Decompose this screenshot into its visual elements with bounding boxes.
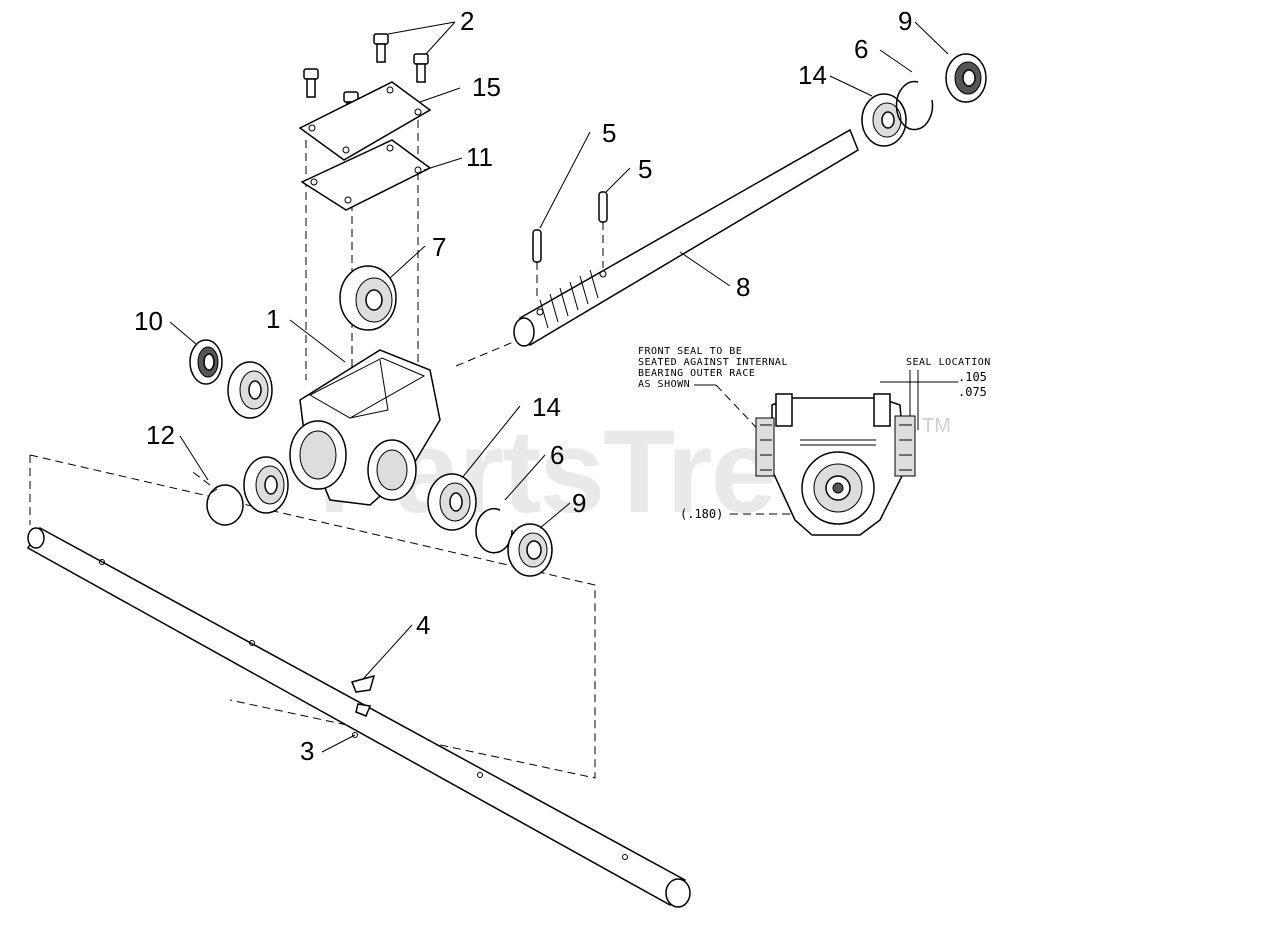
- callout-3: 3: [300, 736, 314, 766]
- callout-numbers: 2 15 11 7 1 10 12 14 6 9 4 3 5 5 8 14 6 …: [134, 6, 912, 766]
- callout-6-front: 6: [550, 440, 564, 470]
- plug-cap: [206, 484, 244, 526]
- dim-left: (.180): [680, 507, 723, 521]
- callout-15: 15: [472, 72, 501, 102]
- detail-view: FRONT SEAL TO BE SEATED AGAINST INTERNAL…: [638, 346, 991, 536]
- callout-5-right: 5: [638, 154, 652, 184]
- seal-right: [945, 53, 987, 103]
- pins: [532, 191, 608, 300]
- detail-note-line-3: BEARING OUTER RACE: [638, 368, 755, 379]
- worm-threads: [539, 269, 599, 329]
- snap-ring-right: [895, 80, 934, 131]
- detail-note-line-1: FRONT SEAL TO BE: [638, 346, 742, 357]
- callout-2: 2: [460, 6, 474, 36]
- detail-note-line-4: AS SHOWN: [638, 379, 690, 390]
- key: [350, 674, 376, 693]
- callout-11: 11: [466, 142, 493, 172]
- callout-5-left: 5: [602, 118, 616, 148]
- gasket: [300, 139, 432, 211]
- callout-1: 1: [266, 304, 280, 334]
- callout-9-front: 9: [572, 488, 586, 518]
- seal-left: [189, 339, 223, 385]
- callout-7: 7: [432, 232, 446, 262]
- callout-14-front: 14: [532, 392, 561, 422]
- dim-upper: .105: [958, 370, 987, 384]
- dim-lower: .075: [958, 385, 987, 399]
- bearing-left-upper: [227, 361, 273, 419]
- callout-10: 10: [134, 306, 163, 336]
- seal-location-label: SEAL LOCATION: [906, 357, 991, 368]
- bearing-front: [427, 473, 477, 531]
- seal-front: [507, 523, 553, 577]
- leader-lines: [169, 21, 949, 753]
- callout-9-right: 9: [898, 6, 912, 36]
- axle-shaft: [26, 526, 691, 908]
- callout-4: 4: [416, 610, 430, 640]
- bearing-left-lower: [243, 456, 289, 514]
- watermark-trademark: TM: [922, 415, 951, 437]
- cover-plate: [298, 81, 432, 161]
- bearing-top: [339, 265, 397, 331]
- worm-shaft: [513, 128, 859, 347]
- callout-8: 8: [736, 272, 750, 302]
- callout-12: 12: [146, 420, 175, 450]
- callout-14-right: 14: [798, 60, 827, 90]
- bearing-right: [861, 93, 907, 147]
- detail-note-line-2: SEATED AGAINST INTERNAL: [638, 357, 788, 368]
- gear-housing: [289, 349, 441, 506]
- callout-6-right: 6: [854, 34, 868, 64]
